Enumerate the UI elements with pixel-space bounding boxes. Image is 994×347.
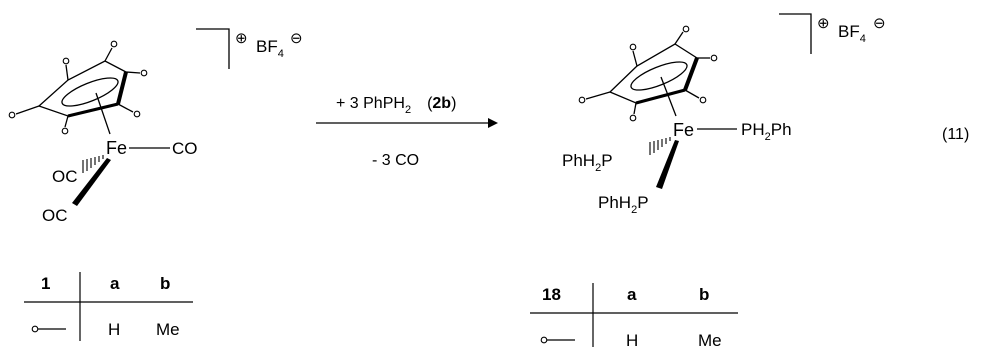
table-product-col-b: b [699,285,709,304]
table-product-col-a: a [627,285,637,304]
reactant-minus-charge: ⊖ [290,30,303,47]
table-product-compound: 18 [542,285,561,304]
reactant-wedge-bond [72,158,111,206]
reactant-co-bottom: OC [42,206,68,225]
reactant-arene-ring [15,47,141,128]
table-reactant-value-a: H [108,320,120,339]
product-complex: Fe PH2Ph PhH2P PhH2P ⊕ BF4 ⊖ [562,13,886,216]
reactant-substituent-circles [8,40,148,135]
product-bracket [779,13,812,54]
reactant-ring-fe-bond [95,92,111,135]
table-product: 18 a b H Me [530,283,738,347]
arrow-reagent-label: + 3 PhPH2(2b) [336,95,456,116]
product-ring-fe-bond [660,76,677,117]
table-product-value-a: H [626,331,638,347]
reactant-co-right: CO [172,139,198,158]
table-product-substituent-symbol [540,336,575,344]
table-reactant-col-a: a [110,274,120,293]
arrow-byproduct-label: - 3 CO [372,152,419,169]
product-plus-charge: ⊕ [817,15,830,32]
product-hashed-bond [649,137,671,155]
reactant-metal: Fe [106,138,127,158]
table-reactant-value-b: Me [156,320,180,339]
reactant-bracket [196,28,230,69]
product-substituent-circles [578,25,718,122]
product-phosphine-left: PhH2P [562,151,613,174]
product-phosphine-right: PH2Ph [741,120,792,143]
reactant-anion: BF4 [256,37,284,60]
reactant-plus-charge: ⊕ [235,30,248,47]
table-reactant: 1 a b H Me [24,272,193,341]
product-metal: Fe [673,120,694,140]
product-wedge-bond [656,140,679,189]
table-product-value-b: Me [698,331,722,347]
product-anion: BF4 [838,22,866,45]
reactant-complex: Fe CO OC OC ⊕ BF4 ⊖ [8,28,303,225]
table-reactant-compound: 1 [41,274,50,293]
table-reactant-substituent-symbol [31,325,66,333]
reactant-co-left: OC [52,167,78,186]
product-arene-ring [585,31,710,115]
product-phosphine-bottom: PhH2P [598,193,649,216]
product-minus-charge: ⊖ [873,15,886,32]
equation-number: (11) [942,126,969,143]
reactant-hashed-bond [82,155,104,173]
arrow-head [488,118,498,128]
table-reactant-col-b: b [160,274,170,293]
reaction-arrow: + 3 PhPH2(2b) - 3 CO [316,95,498,169]
